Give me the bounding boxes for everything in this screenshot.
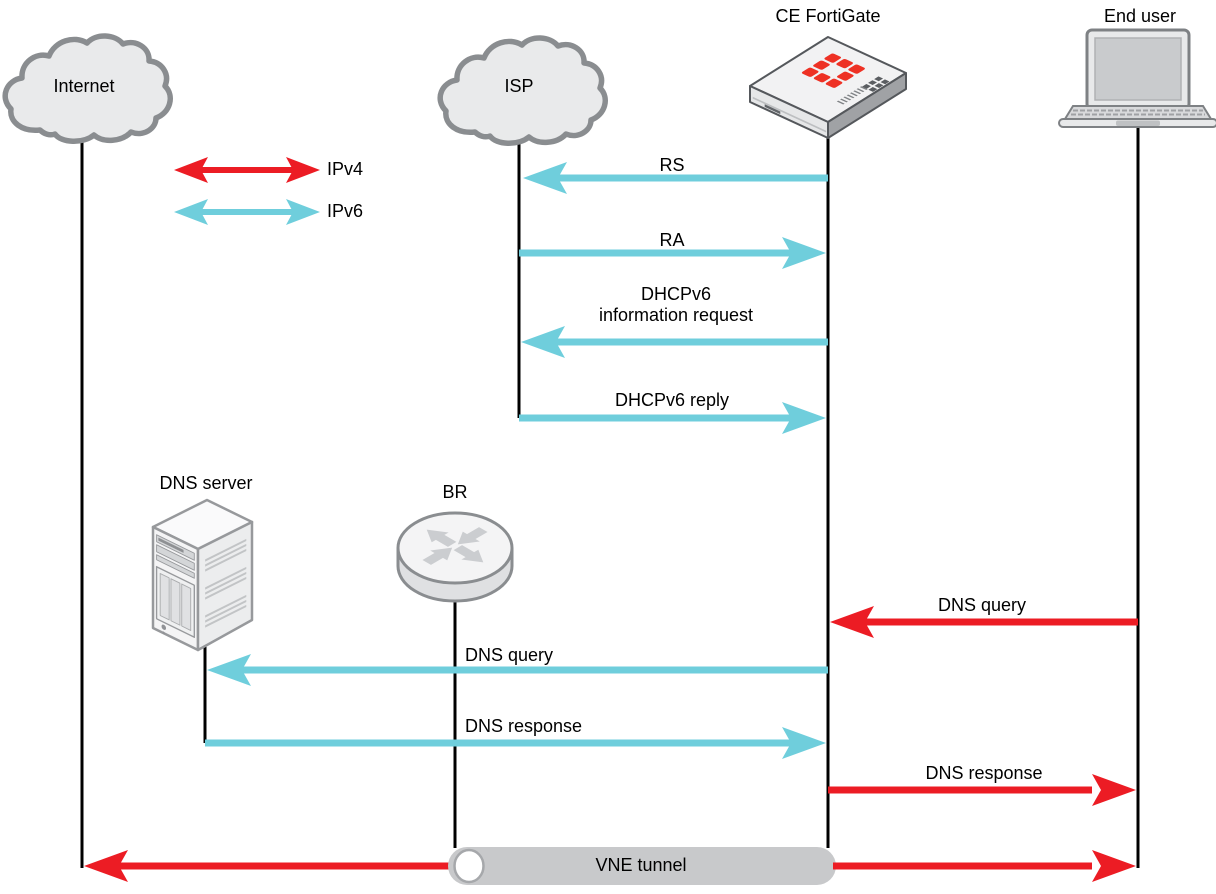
entity-label-ce-fortigate: CE FortiGate — [775, 6, 881, 26]
dns-response-ipv4-arrow — [828, 774, 1136, 806]
entity-label-isp: ISP — [504, 76, 534, 96]
entity-label-br: BR — [442, 482, 468, 502]
ra-arrow — [519, 237, 826, 269]
message-label-ra: RA — [659, 230, 685, 250]
dns-query-ipv6-arrow — [207, 654, 828, 686]
message-label-dhcpv6-information-request: DHCPv6 information request — [598, 284, 754, 326]
entity-label-internet: Internet — [53, 76, 115, 96]
legend-ipv4-arrow — [174, 157, 320, 183]
vne-tunnel-arrow-left — [84, 850, 462, 882]
entity-label-dns-server: DNS server — [159, 473, 253, 493]
message-label-dns-response-ipv4: DNS response — [925, 763, 1043, 783]
laptop-icon — [1058, 28, 1216, 128]
message-label-rs: RS — [659, 155, 685, 175]
message-label-dns-response-ipv6: DNS response — [465, 716, 583, 736]
legend-label-ipv4: IPv4 — [327, 159, 364, 179]
server-tower-icon — [151, 498, 254, 652]
vne-tunnel-pipe — [448, 847, 836, 885]
message-label-dns-query-ipv6: DNS query — [465, 645, 554, 665]
legend-label-ipv6: IPv6 — [327, 201, 364, 221]
rs-arrow — [523, 162, 828, 194]
tunnel-label: VNE tunnel — [595, 855, 687, 875]
fortigate-appliance-icon — [749, 36, 907, 139]
entity-label-end-user: End user — [1103, 6, 1177, 26]
router-icon — [396, 511, 514, 603]
vne-tunnel-arrow-right — [833, 850, 1136, 882]
dhcpv6-information-request-arrow — [521, 326, 828, 358]
dhcpv6-reply-arrow — [519, 402, 826, 434]
message-label-dhcpv6-reply: DHCPv6 reply — [614, 390, 730, 410]
dns-query-ipv4-arrow — [830, 606, 1138, 638]
legend-ipv6-arrow — [174, 199, 320, 225]
message-label-dns-query-ipv4: DNS query — [937, 595, 1027, 615]
dns-response-ipv6-arrow — [205, 727, 826, 759]
